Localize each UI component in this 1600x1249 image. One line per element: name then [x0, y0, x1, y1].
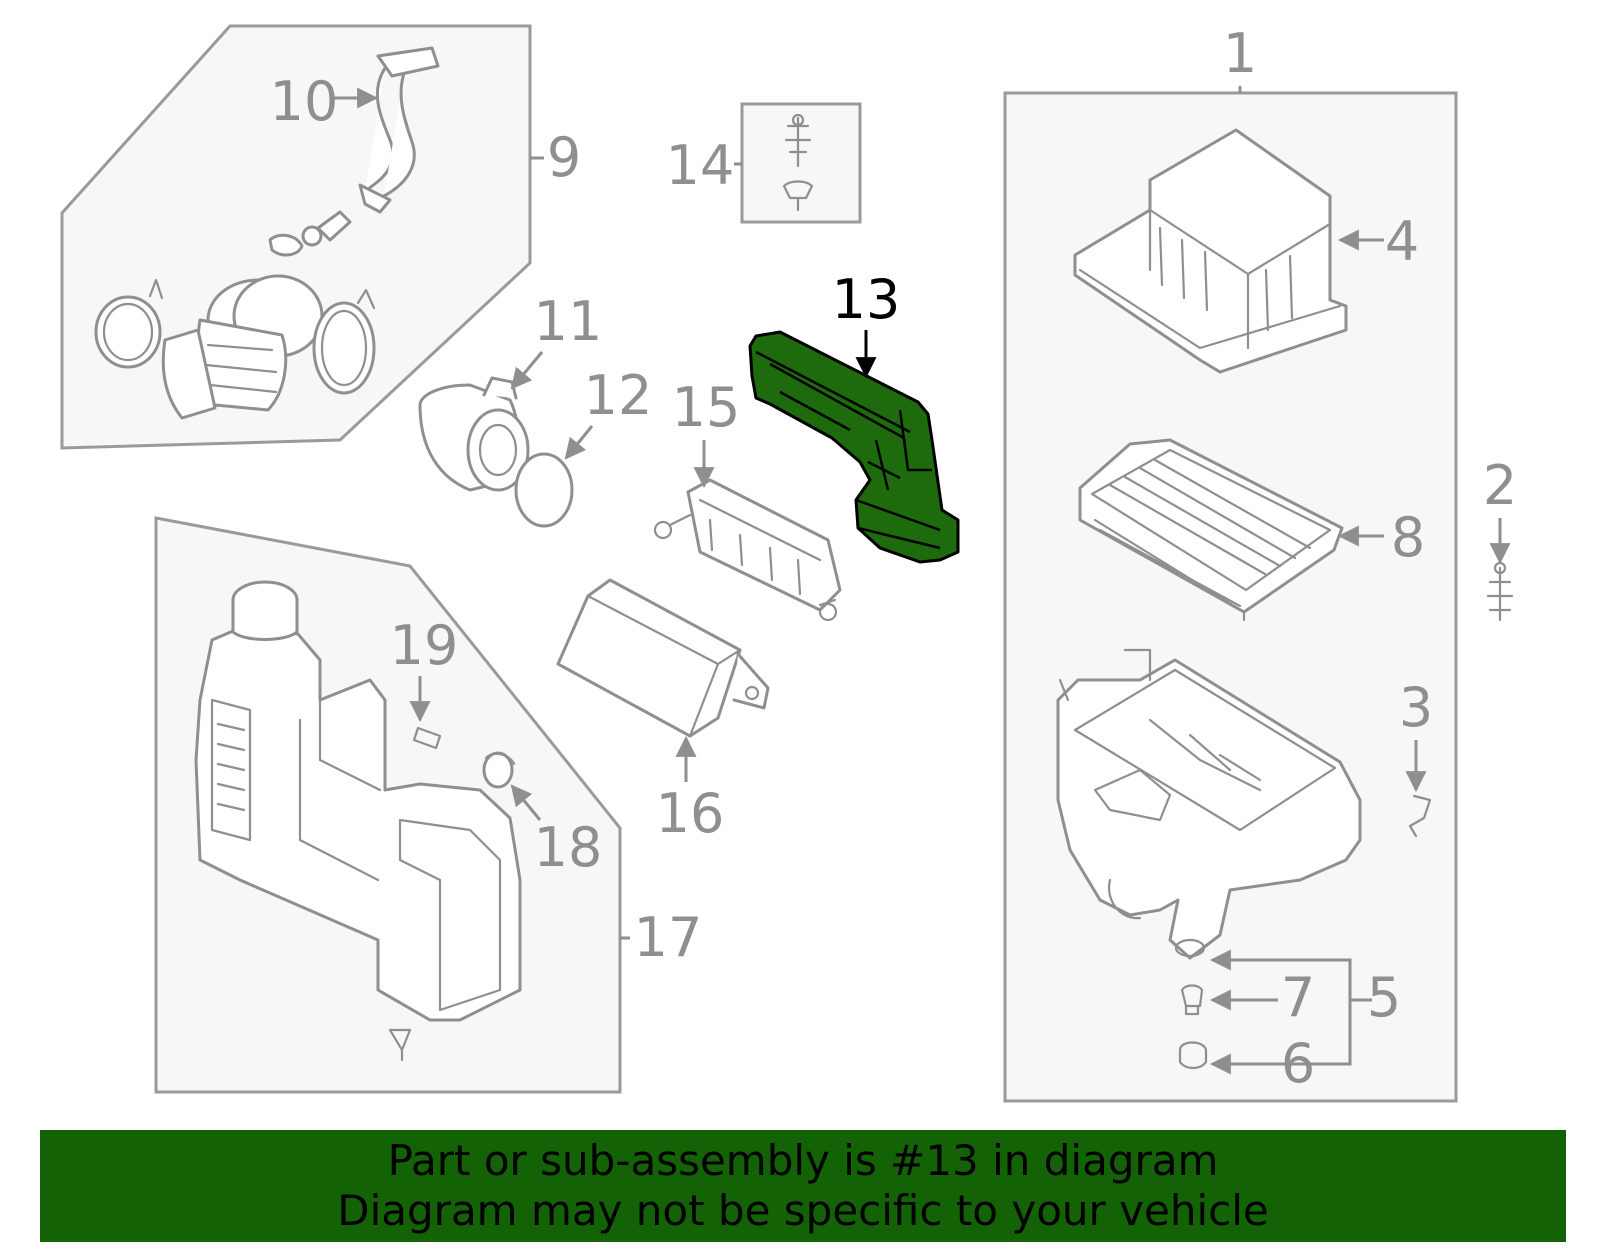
group-box-17 [154, 516, 630, 1094]
callout-3: 3 [1399, 676, 1433, 739]
callout-12: 12 [584, 364, 653, 427]
part-19 [412, 726, 442, 750]
callout-1: 1 [1223, 22, 1257, 85]
air-duct-13-highlighted [748, 330, 960, 564]
callout-14: 14 [666, 134, 735, 197]
callout-6: 6 [1281, 1032, 1315, 1095]
callout-5: 5 [1367, 966, 1401, 1029]
clip-3 [1408, 794, 1432, 838]
clip-2 [1486, 561, 1514, 622]
callout-2: 2 [1483, 454, 1517, 517]
clamp-left [94, 295, 162, 369]
group-box-1 [1003, 86, 1458, 1103]
callout-15: 15 [672, 376, 741, 439]
callout-10: 10 [270, 70, 339, 133]
duct-15 [653, 478, 842, 622]
callout-8: 8 [1391, 506, 1425, 569]
cover-16 [556, 578, 770, 738]
callout-4: 4 [1385, 210, 1419, 273]
group-box-9 [60, 24, 532, 450]
callout-19: 19 [390, 614, 459, 677]
callout-11: 11 [534, 290, 603, 353]
banner-line-2: Diagram may not be specific to your vehi… [337, 1186, 1269, 1235]
info-banner: Part or sub-assembly is #13 in diagram D… [40, 1130, 1566, 1242]
o-ring-12 [514, 452, 574, 528]
clamp-right [312, 301, 376, 395]
banner-line-1: Part or sub-assembly is #13 in diagram [387, 1136, 1219, 1185]
callout-9: 9 [547, 126, 581, 189]
callout-16: 16 [656, 782, 725, 845]
callout-17: 17 [634, 906, 703, 969]
maf-sensor-11 [418, 376, 530, 492]
group-box-14 [740, 102, 862, 224]
sensor [316, 210, 352, 242]
housing-5 [1056, 658, 1362, 960]
callout-13: 13 [832, 268, 901, 331]
callout-18: 18 [534, 816, 603, 879]
callout-7: 7 [1281, 966, 1315, 1029]
